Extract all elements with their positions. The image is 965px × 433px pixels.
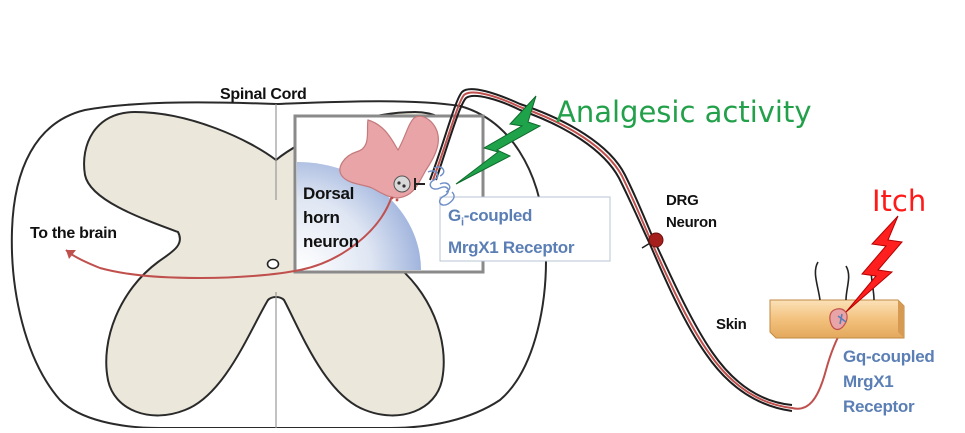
gi-receptor-line2: MrgX1 Receptor xyxy=(448,235,574,261)
gq-line: MrgX1 xyxy=(843,369,934,394)
drg-line: DRG xyxy=(666,190,717,212)
drg-soma xyxy=(649,233,663,247)
synapse-vesicle xyxy=(402,184,405,187)
skin-label: Skin xyxy=(716,316,746,333)
drg-line: Neuron xyxy=(666,212,717,234)
gi-receptor-label: Gi-coupled MrgX1 Receptor xyxy=(448,203,574,261)
drg-neuron-label: DRG Neuron xyxy=(666,190,717,234)
dorsal-horn-line: horn xyxy=(303,206,359,230)
synapse-terminal xyxy=(394,176,410,192)
gq-line: Receptor xyxy=(843,394,934,419)
transmitter-dot xyxy=(391,197,394,200)
itch-label: Itch xyxy=(872,184,926,218)
synapse-vesicle xyxy=(397,181,400,184)
gq-line: Gq-coupled xyxy=(843,344,934,369)
spinal-cord-label: Spinal Cord xyxy=(220,86,306,104)
transmitter-dot xyxy=(396,199,399,202)
dorsal-horn-line: Dorsal xyxy=(303,182,359,206)
gq-receptor-label: Gq-coupled MrgX1 Receptor xyxy=(843,344,934,419)
dorsal-horn-label: Dorsal horn neuron xyxy=(303,182,359,254)
analgesic-activity-label: Analgesic activity xyxy=(556,95,812,129)
dorsal-horn-line: neuron xyxy=(303,230,359,254)
central-canal xyxy=(268,260,279,269)
gi-receptor-line1: Gi-coupled xyxy=(448,203,574,235)
to-brain-label: To the brain xyxy=(30,225,117,243)
